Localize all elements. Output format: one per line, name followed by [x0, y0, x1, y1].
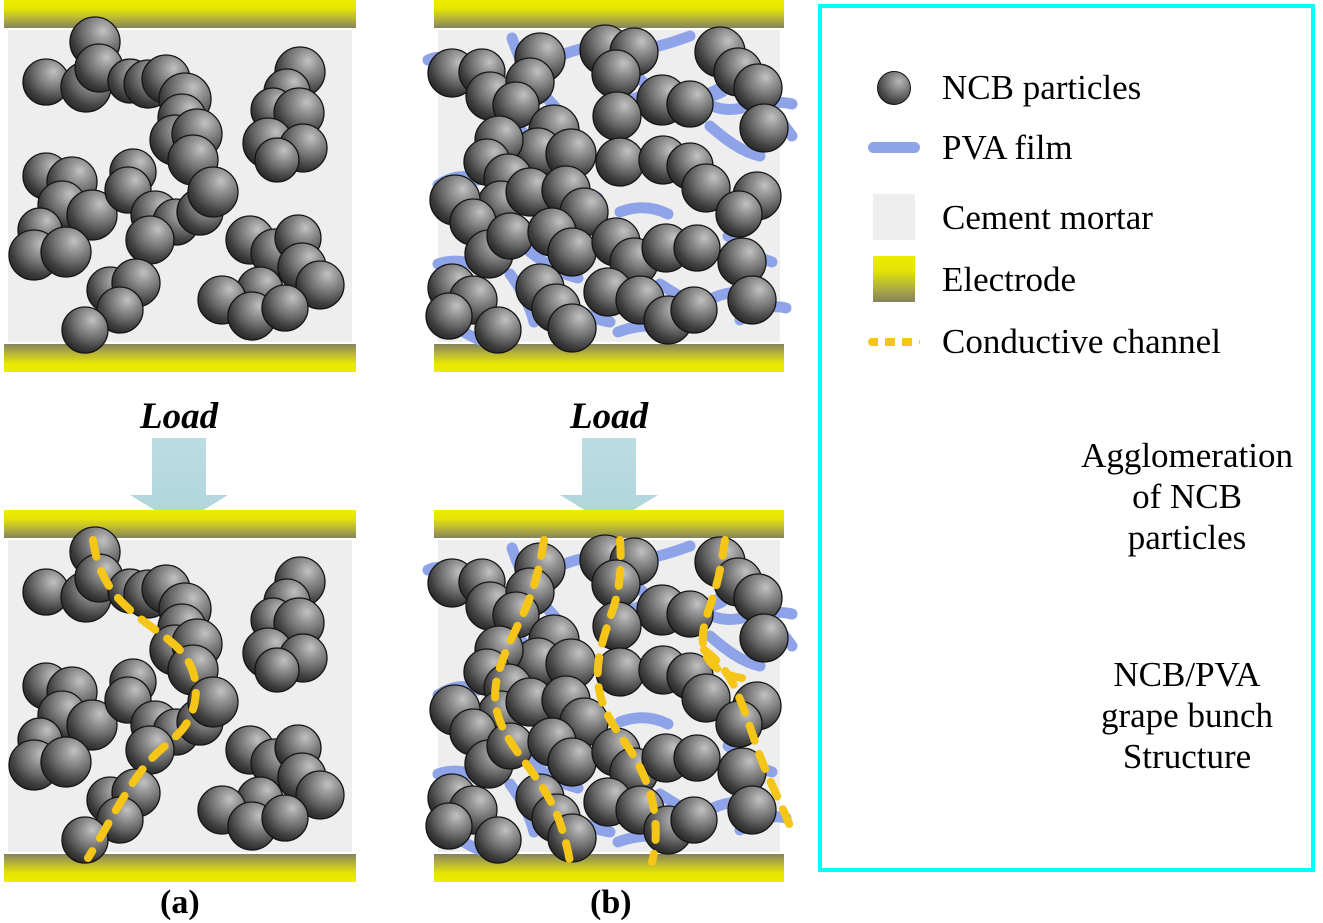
annotation-text-agglomeration: Agglomeration of NCB particles [1062, 436, 1312, 559]
conductive-channels-group [491, 536, 794, 866]
square-swatch-icon [868, 194, 920, 240]
legend-item-cement-mortar: Cement mortar [868, 194, 1153, 240]
legend-item-electrode: Electrode [868, 256, 1076, 302]
panel-caption-b: (b) [590, 884, 632, 921]
dashed-line-swatch-icon [868, 337, 920, 346]
legend-label-pva-film: PVA film [942, 128, 1073, 167]
panel-b-bottom [422, 510, 798, 882]
ncb-particles-group [8, 16, 345, 354]
legend-label-ncb-particles: NCB particles [942, 68, 1142, 107]
ncb-particles-group [425, 24, 789, 354]
annotation-text-grape-bunch: NCB/PVA grape bunch Structure [1062, 655, 1312, 778]
legend-label-electrode: Electrode [942, 259, 1077, 299]
electrode-top [4, 510, 356, 538]
electrode-top [434, 510, 784, 538]
sphere-swatch-icon [868, 70, 920, 105]
legend-panel: NCB particles PVA film Cement mortar Ele… [818, 4, 1315, 872]
annotation-line: of NCB [1132, 476, 1242, 516]
electrode-bottom [4, 344, 356, 372]
gradient-square-swatch-icon [868, 256, 920, 302]
panel-b-top [422, 0, 798, 372]
legend-item-pva-film: PVA film [868, 130, 1073, 165]
conductive-channel [84, 536, 200, 862]
panel-a-top [4, 0, 356, 372]
annotation-line: grape bunch [1100, 695, 1273, 735]
load-arrow-b [560, 438, 658, 525]
panel-a-bottom [4, 510, 356, 882]
annotation-line: NCB/PVA [1113, 655, 1261, 694]
electrode-top [4, 0, 356, 28]
line-swatch-icon [868, 142, 920, 153]
annotation-line: particles [1127, 517, 1247, 557]
annotation-line: Structure [1122, 736, 1252, 776]
legend-item-ncb-particles: NCB particles [868, 70, 1141, 105]
legend-label-cement-mortar: Cement mortar [942, 197, 1153, 237]
legend-label-conductive-channel: Conductive channel [942, 322, 1221, 361]
electrode-top [434, 0, 784, 28]
load-arrow-a [130, 438, 228, 525]
legend-item-conductive-channel: Conductive channel [868, 324, 1221, 359]
electrode-bottom [4, 854, 356, 882]
panel-caption-a: (a) [160, 884, 200, 921]
load-label-panel-a: Load [140, 396, 219, 437]
annotation-line: Agglomeration [1081, 436, 1293, 475]
load-label-panel-b: Load [570, 396, 649, 437]
